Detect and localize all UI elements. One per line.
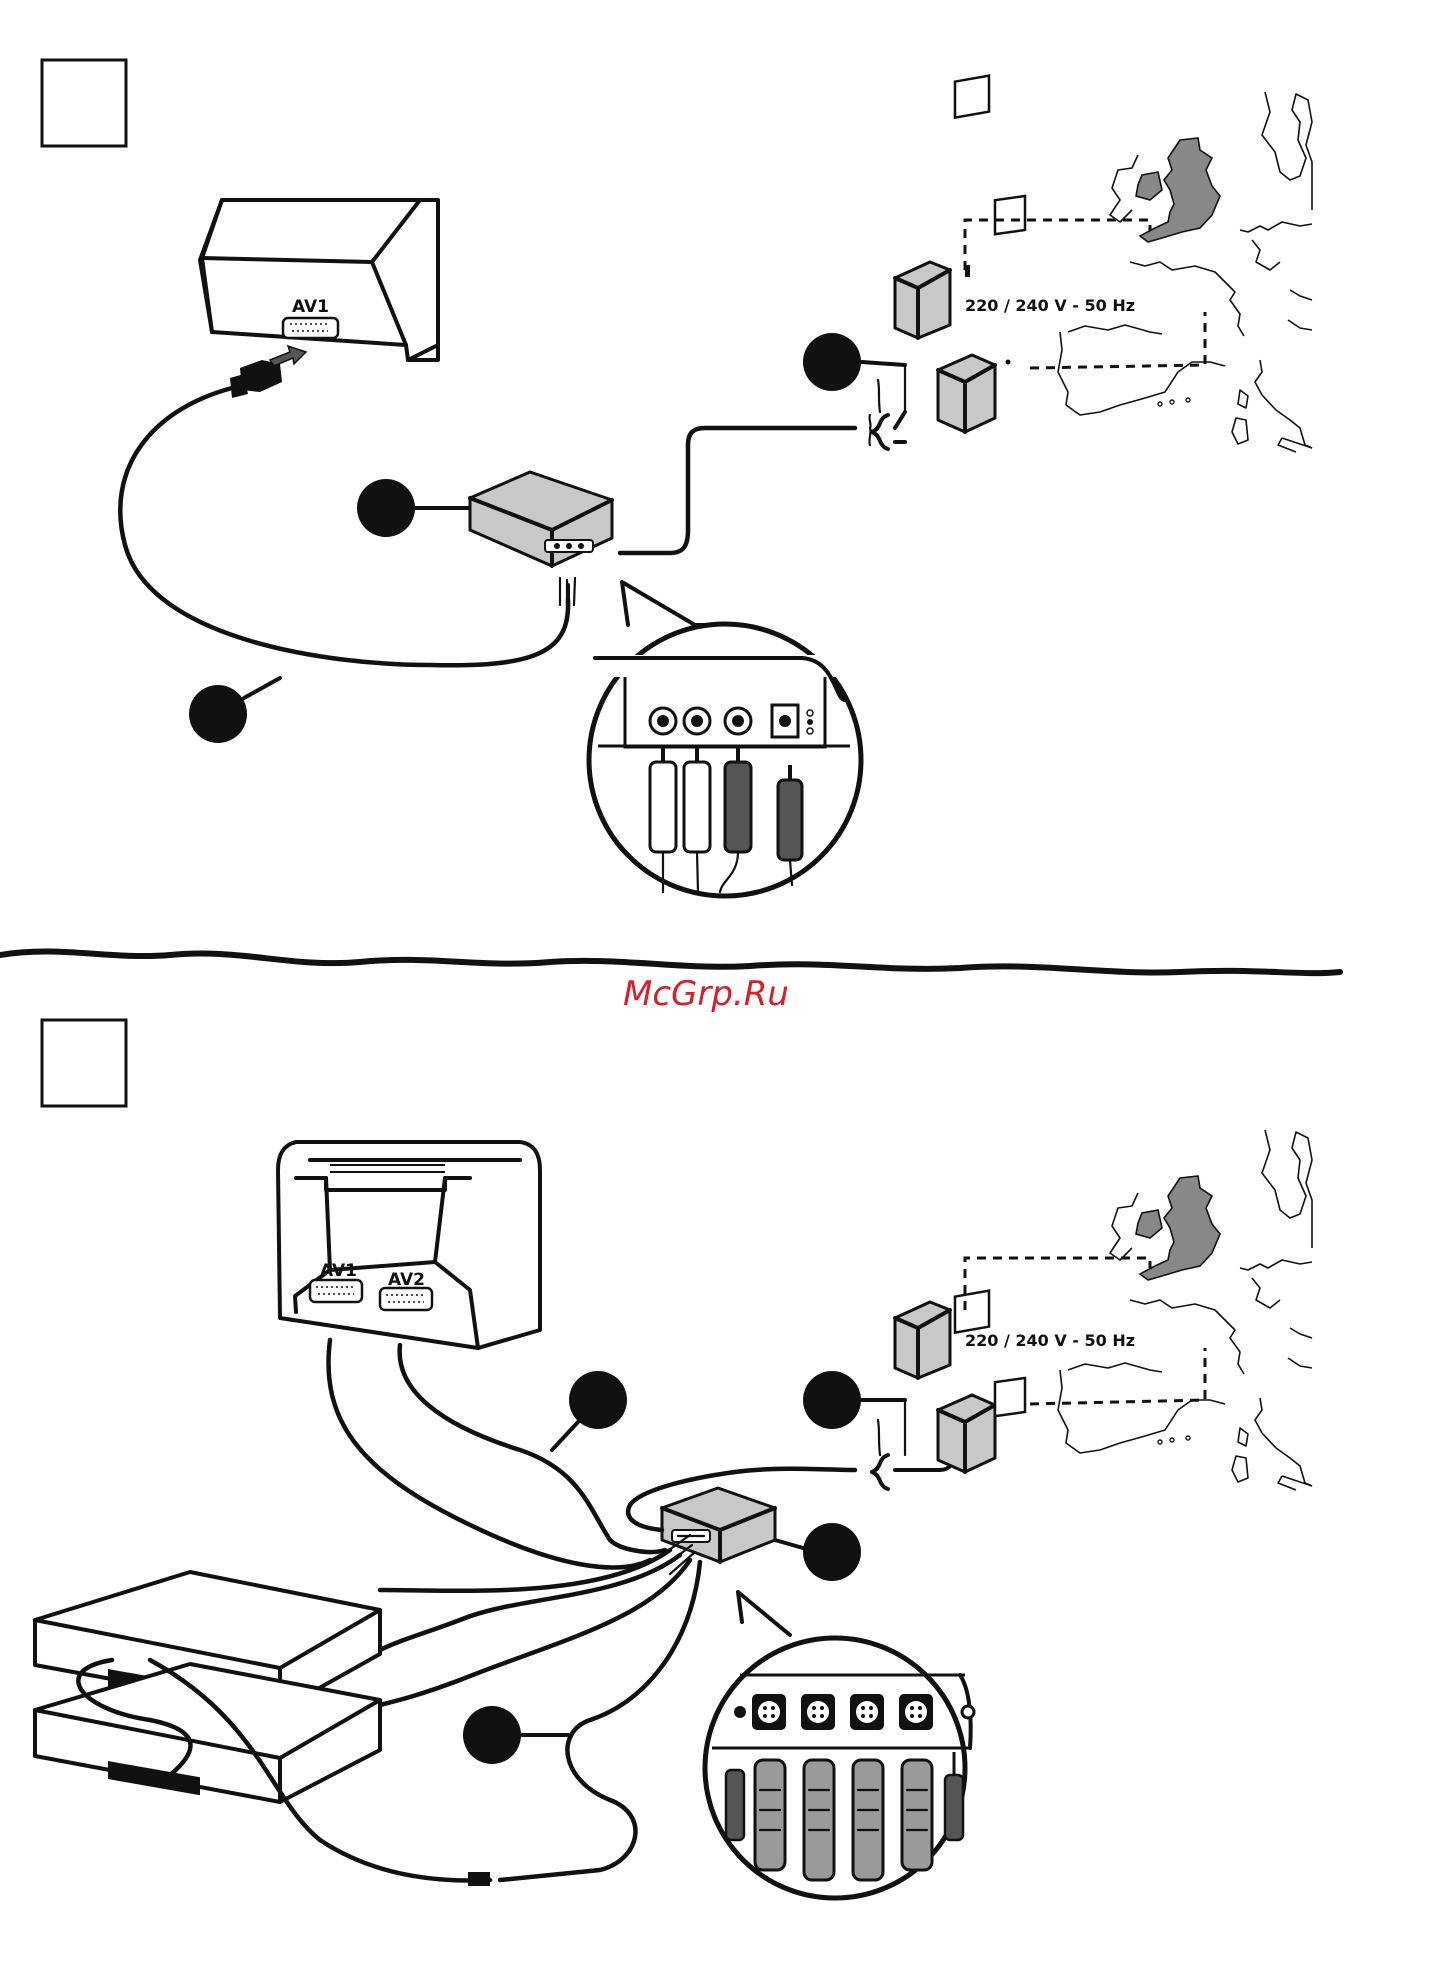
euro-plug-adapter-2	[938, 1378, 1025, 1472]
mains-adapters-1: 220 / 240 V - 50 Hz	[803, 76, 1205, 449]
rca-socket-3	[725, 708, 751, 734]
scart-socket-av1	[283, 318, 338, 338]
mains-adapters-2: 220 / 240 V - 50 Hz	[803, 1258, 1205, 1489]
svideo-socket-3	[850, 1694, 884, 1730]
scart-socket-av1-2	[310, 1280, 362, 1302]
europe-map-2	[1058, 1130, 1312, 1490]
callout-circle-av-cable	[463, 1706, 521, 1764]
voltage-label-bottom: 220 / 240 V - 50 Hz	[965, 1331, 1135, 1350]
callout-circle-adaptor-1	[357, 479, 415, 537]
av1-label-top: AV1	[292, 297, 329, 317]
callout-circle-power-2	[803, 1371, 861, 1429]
arrow-icon	[270, 346, 306, 366]
scart-plug-1	[230, 346, 306, 398]
scart-cable-av2	[400, 1345, 665, 1552]
power-cable-1	[620, 428, 855, 553]
inline-connector	[468, 1872, 490, 1886]
step-number-box-2	[42, 1020, 126, 1106]
scart-socket-av2	[380, 1288, 432, 1310]
callout-circle-cable-1	[189, 685, 247, 743]
magnified-detail-2	[705, 1592, 974, 1898]
svideo-socket-2	[801, 1694, 835, 1730]
tv-set-2: AV1 AV2	[278, 1142, 540, 1348]
av2-label-bottom: AV2	[388, 1270, 425, 1290]
watermark-text: McGrp.Ru	[623, 974, 789, 1014]
av1-label-bottom: AV1	[320, 1261, 357, 1281]
rca-cable-bundle-1	[560, 578, 575, 606]
step-number-box-1	[42, 60, 126, 146]
callout-circle-power-1	[803, 333, 861, 391]
voltage-label-top: 220 / 240 V - 50 Hz	[965, 296, 1135, 315]
rca-socket-2	[684, 708, 710, 734]
rca-socket-1	[650, 708, 676, 734]
magnified-detail-1	[589, 582, 861, 896]
callout-circle-adaptor-2	[803, 1523, 861, 1581]
svideo-socket-4	[899, 1694, 933, 1730]
europe-map-1	[1058, 92, 1312, 452]
adaptor-box-1	[470, 472, 612, 566]
tv-set-1: AV1	[200, 200, 438, 360]
section-divider-wave	[0, 951, 1340, 973]
av-cable-to-recorder	[500, 1562, 700, 1880]
adaptor-box-2	[662, 1488, 775, 1562]
svideo-socket-1	[752, 1694, 786, 1730]
